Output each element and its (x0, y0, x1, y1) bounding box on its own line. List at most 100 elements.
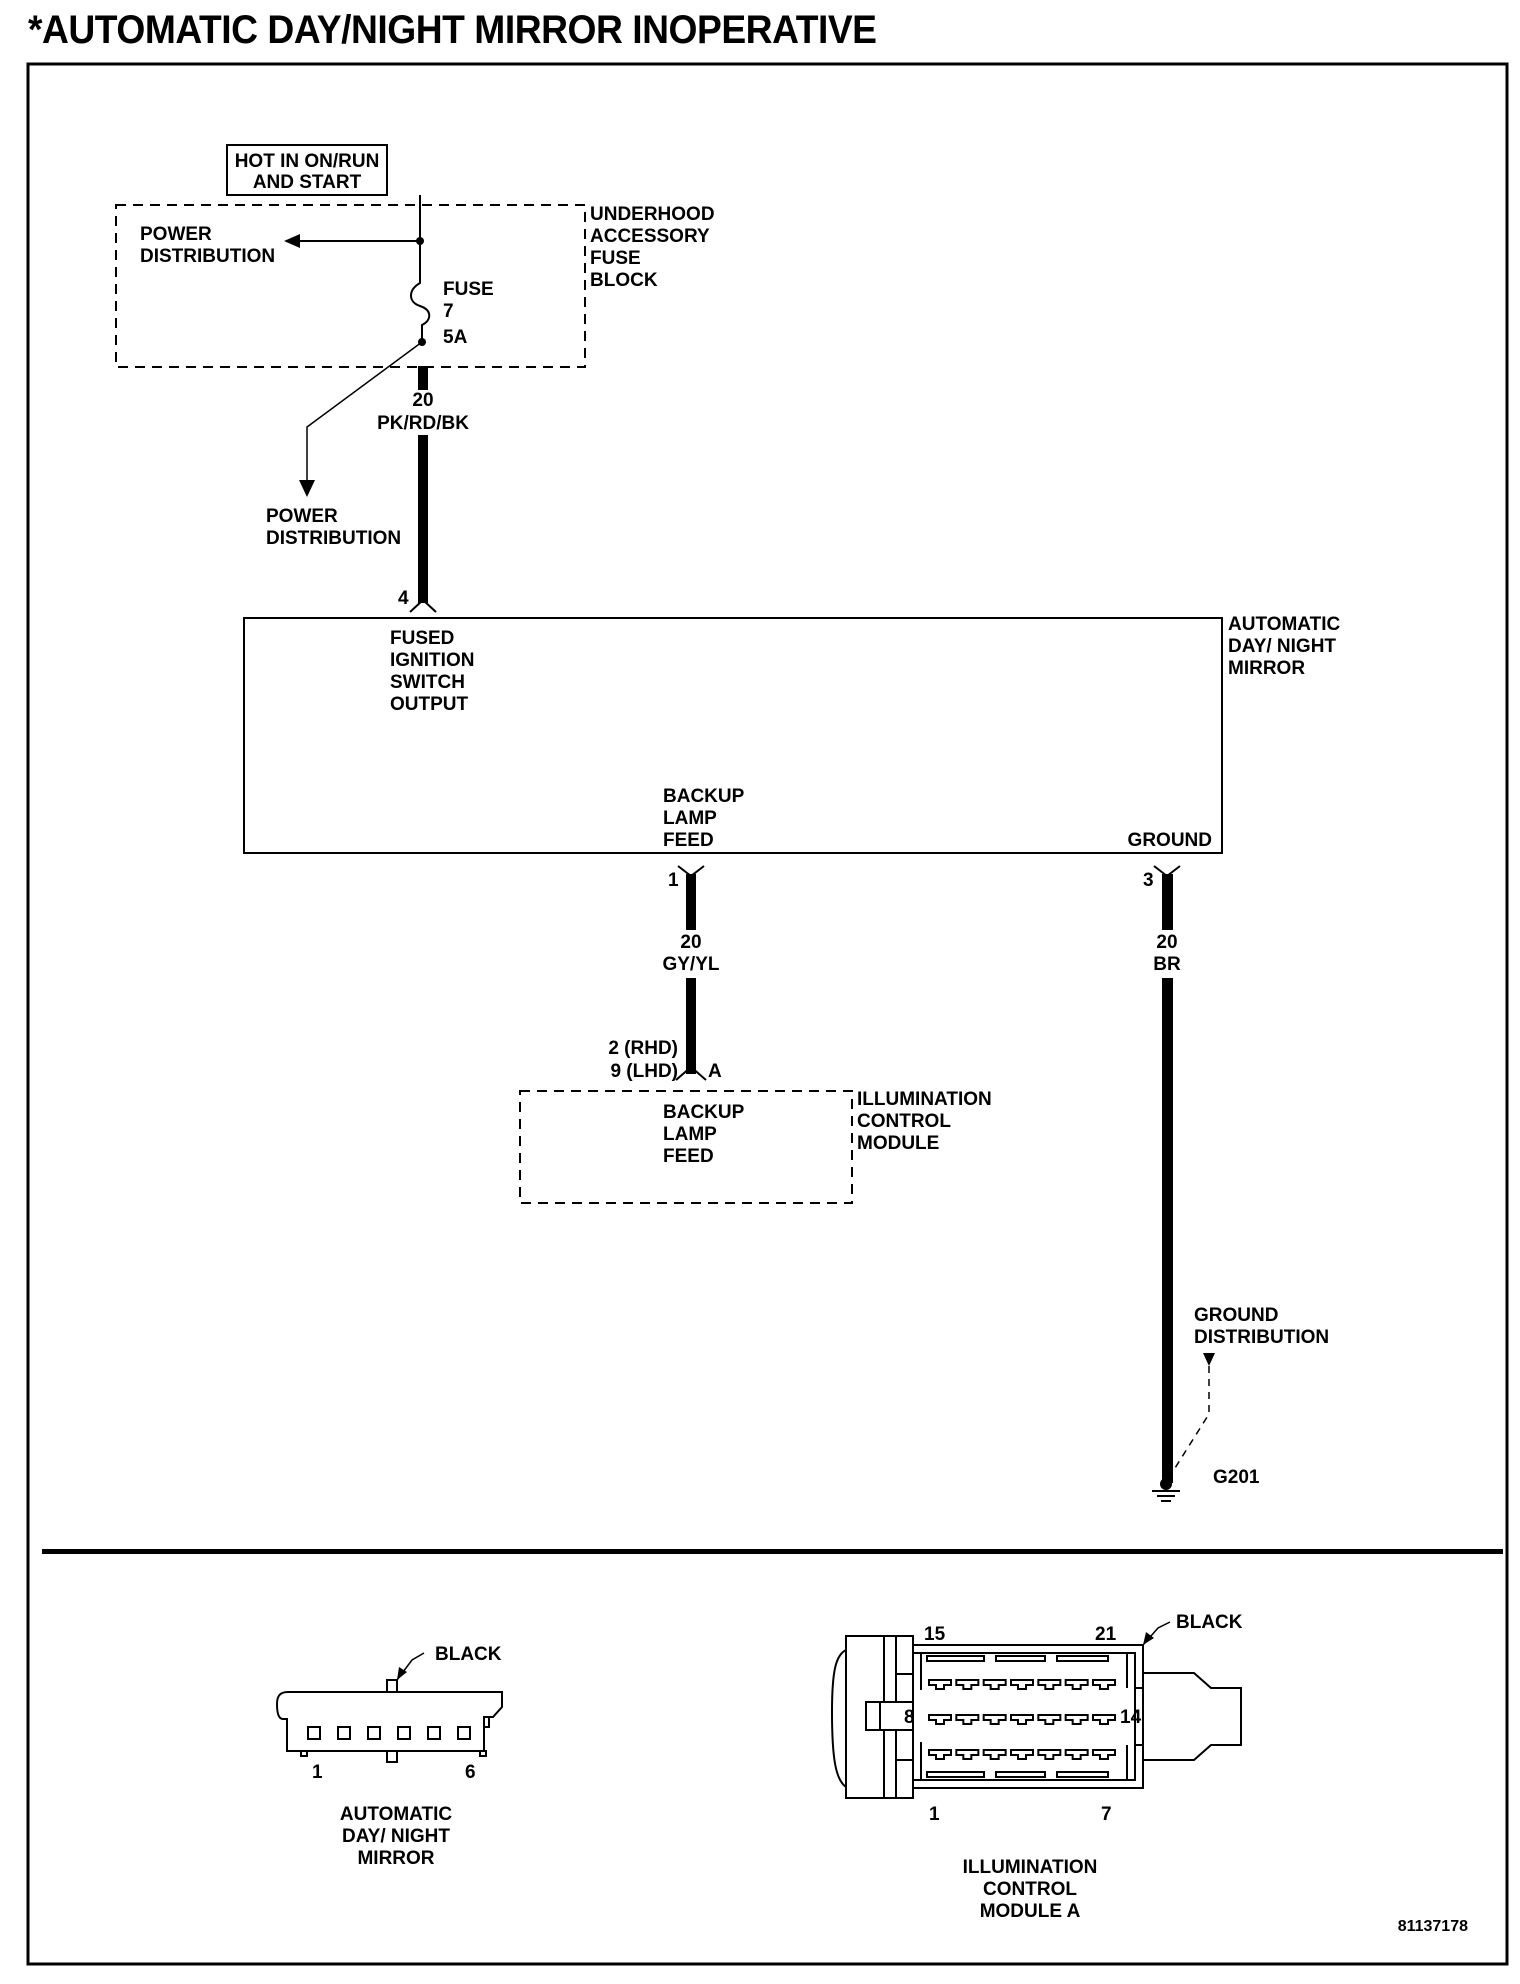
branch-line (306, 341, 423, 490)
connector-mirror-pin-last: 6 (465, 1762, 476, 1783)
icm-pin-1: BACKUP (663, 1102, 745, 1123)
branch-power-dist-1: POWER (266, 506, 338, 527)
mirror-pin-fused-3: SWITCH (390, 672, 465, 693)
connector-icm-pin-8: 8 (904, 1707, 915, 1728)
wire-ignition-gauge: 20 (412, 390, 433, 411)
connector-icm-latch-tab (926, 1771, 985, 1778)
connector-mirror-pin-cavity (367, 1726, 381, 1740)
wire-ground-gauge: 20 (1156, 932, 1177, 953)
mirror-name-1: AUTOMATIC (1228, 614, 1341, 635)
branch-power-dist-2: DISTRIBUTION (266, 528, 401, 549)
connector-icm-color: BLACK (1176, 1612, 1243, 1633)
connector-icm-pin-cavity (1092, 1714, 1116, 1725)
connector-icm-pin-cavity (1064, 1679, 1089, 1690)
connector-icm-pin-21: 21 (1095, 1624, 1117, 1645)
connector-icm-latch-tab (926, 1655, 985, 1662)
connector-icm-pin-cavity (928, 1749, 952, 1760)
wire-backup-color: GY/YL (662, 954, 719, 975)
fuse-rating: 5A (443, 327, 468, 348)
connector-icm-pin-cavity (928, 1714, 952, 1725)
fuse-block-power-dist-1: POWER (140, 224, 212, 245)
connector-icm-latch-tab (1056, 1771, 1109, 1778)
connector-icm-pin-1: 1 (929, 1804, 940, 1825)
connector-icm-pin-7: 7 (1101, 1804, 1112, 1825)
fuse-label: FUSE (443, 279, 494, 300)
icm-pin-3: FEED (663, 1146, 714, 1167)
connector-mirror-pin-first: 1 (312, 1762, 323, 1783)
connector-mirror-pin-cavity (457, 1726, 471, 1740)
connector-mirror-pin-cavity (397, 1726, 411, 1740)
power-source-box: HOT IN ON/RUN AND START (226, 144, 388, 196)
connector-icm-pin-cavity (1037, 1714, 1062, 1725)
connector-icm-pin-cavity (1064, 1714, 1089, 1725)
connector-icm-pin-cavity (1064, 1749, 1089, 1760)
diagram-title: *AUTOMATIC DAY/NIGHT MIRROR INOPERATIVE (28, 8, 877, 52)
wire-backup-lamp: 1 20 GY/YL 2 (RHD) 9 (LHD) A (608, 865, 722, 1082)
connector-mirror-pin-cavity (307, 1726, 321, 1740)
connector-mirror-caption-2: DAY/ NIGHT (342, 1826, 450, 1847)
mirror-pin-backup-1: BACKUP (663, 786, 745, 807)
mirror-pin-fused-4: OUTPUT (390, 694, 469, 715)
mirror-pin-backup-2: LAMP (663, 808, 717, 829)
connector-mirror-color: BLACK (435, 1644, 502, 1665)
wire-ground: 3 20 BR (1143, 865, 1181, 1483)
mirror-pin-fused-1: FUSED (390, 628, 454, 649)
connector-mirror-caption-3: MIRROR (357, 1848, 434, 1869)
connector-icm-pins (928, 1679, 1116, 1760)
connector-icm-pin-cavity (1092, 1749, 1116, 1760)
power-dist-arrow-icon (284, 234, 300, 248)
connector-icm-pin-15: 15 (924, 1624, 946, 1645)
connector-icm-pin-cavity (1010, 1714, 1034, 1725)
power-source-line-1: HOT IN ON/RUN (235, 151, 380, 172)
ground-distribution-1: GROUND (1194, 1305, 1278, 1326)
connector-icm-pin-cavity (1037, 1749, 1062, 1760)
connector-icm-latch-tab (995, 1771, 1046, 1778)
ground-distribution-2: DISTRIBUTION (1194, 1327, 1329, 1348)
icm-name-1: ILLUMINATION (857, 1089, 992, 1110)
connector-icm (830, 1635, 1242, 1799)
mirror-name-3: MIRROR (1228, 658, 1305, 679)
connector-icm-pin-cavity (928, 1679, 952, 1690)
icm-pin-2: LAMP (663, 1124, 717, 1145)
wire-backup-gauge: 20 (680, 932, 701, 953)
connector-icm-pin-cavity (982, 1714, 1007, 1725)
ground-distribution-dashed-line (1169, 1366, 1210, 1477)
wire-ignition-feed: 20 PK/RD/BK 4 (377, 366, 469, 613)
connector-mirror (275, 1679, 503, 1763)
wire-ignition-pin: 4 (398, 588, 409, 609)
wire-backup-pin: 1 (668, 870, 679, 891)
wire-backup-module-pin-rhd: 2 (RHD) (608, 1038, 678, 1059)
icm-name-2: CONTROL (857, 1111, 951, 1132)
connector-icm-pin-cavity (982, 1679, 1007, 1690)
connector-icm-pin-cavity (1037, 1679, 1062, 1690)
connector-icm-pin-cavity (955, 1749, 980, 1760)
mirror-name-2: DAY/ NIGHT (1228, 636, 1336, 657)
wire-backup-module-pin-lhd: 9 (LHD) (610, 1061, 678, 1082)
connector-icm-caption-2: CONTROL (983, 1879, 1077, 1900)
ground-id: G201 (1213, 1467, 1260, 1488)
mirror-component: FUSED IGNITION SWITCH OUTPUT BACKUP LAMP… (243, 614, 1341, 854)
section-divider (42, 1549, 1503, 1554)
fuse-block: POWER DISTRIBUTION UNDERHOOD ACCESSORY F… (115, 204, 715, 368)
mirror-pin-fused-2: IGNITION (390, 650, 474, 671)
ground-distribution-arrow-icon (1203, 1353, 1215, 1366)
connector-icm-latch-tabs (926, 1655, 1109, 1778)
connector-mirror-arrowhead-icon (397, 1667, 407, 1680)
fuse-block-name-1: UNDERHOOD (590, 204, 715, 225)
branch-arrow-icon (299, 480, 315, 497)
diagram-frame (26, 62, 1509, 1966)
illumination-control-module: BACKUP LAMP FEED ILLUMINATION CONTROL MO… (519, 1089, 992, 1204)
mirror-pin-ground: GROUND (1128, 830, 1212, 851)
connector-icm-pin-cavity (1092, 1679, 1116, 1690)
wire-ground-pin: 3 (1143, 870, 1154, 891)
icm-name-3: MODULE (857, 1133, 939, 1154)
connector-icm-caption-3: MODULE A (980, 1901, 1081, 1922)
fuse-feed-line (410, 195, 431, 342)
fuse-block-name-2: ACCESSORY (590, 226, 710, 247)
ground-symbol-icon (1152, 1478, 1180, 1502)
connector-icm-pin-14: 14 (1120, 1707, 1142, 1728)
mirror-pin-backup-3: FEED (663, 830, 714, 851)
connector-icm-pin-cavity (1010, 1679, 1034, 1690)
wire-backup-module-connector: A (708, 1061, 722, 1082)
